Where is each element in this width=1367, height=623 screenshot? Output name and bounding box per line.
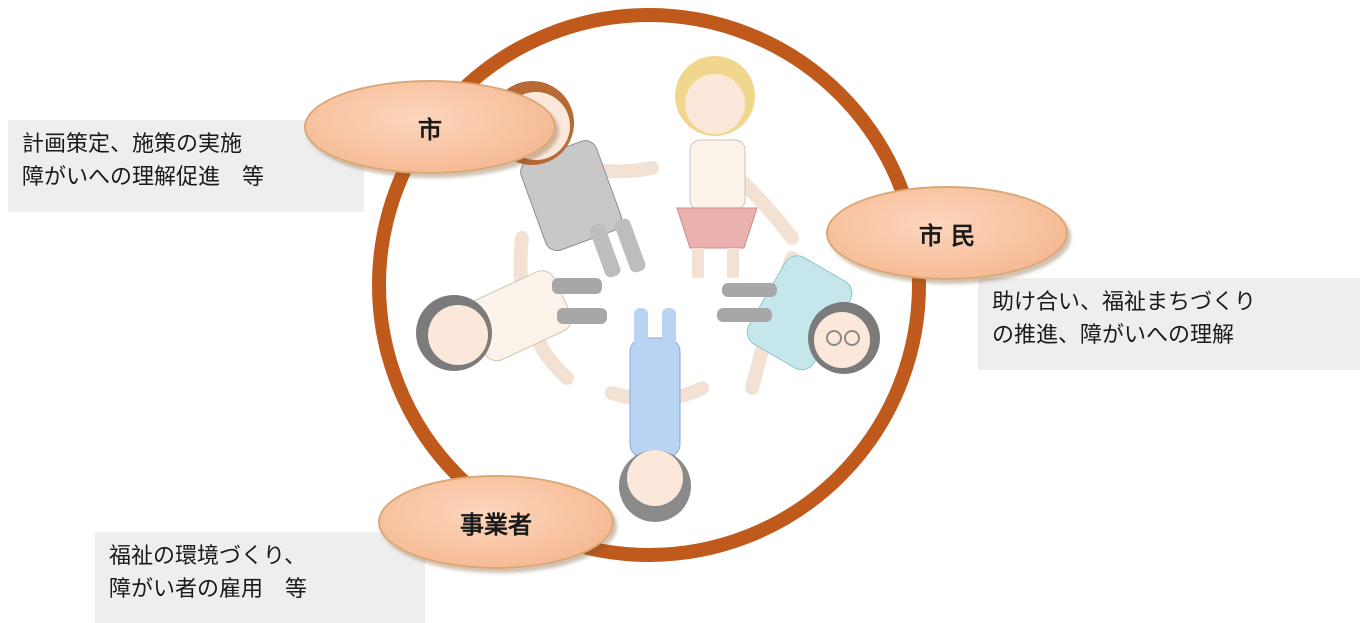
child-figure-2 <box>675 56 758 278</box>
city-role-line-2: 障がいへの理解促進 等 <box>22 165 265 190</box>
child-figure-5 <box>416 270 607 371</box>
city-actor-label: 市 <box>418 115 442 144</box>
businesses-actor-badge: 事業者 <box>378 475 614 569</box>
city-actor-badge: 市 <box>304 80 556 174</box>
citizens-actor-badge: 市 民 <box>826 186 1068 280</box>
city-role-note: 計画策定、施策の実施 障がいへの理解促進 等 <box>8 120 364 212</box>
child-figure-3 <box>717 255 880 374</box>
businesses-role-note: 福祉の環境づくり、 障がい者の雇用 等 <box>95 532 425 623</box>
businesses-role-line-2: 障がい者の雇用 等 <box>109 577 308 602</box>
city-role-line-1: 計画策定、施策の実施 <box>22 132 243 157</box>
citizens-role-note: 助け合い、福祉まちづくり の推進、障がいへの理解 <box>978 278 1360 370</box>
child-figure-4 <box>619 308 691 522</box>
citizens-actor-label: 市 民 <box>918 221 976 250</box>
businesses-role-line-1: 福祉の環境づくり、 <box>109 544 307 569</box>
businesses-actor-label: 事業者 <box>460 510 532 539</box>
citizens-role-line-2: の推進、障がいへの理解 <box>992 323 1235 348</box>
citizens-role-line-1: 助け合い、福祉まちづくり <box>992 290 1257 315</box>
